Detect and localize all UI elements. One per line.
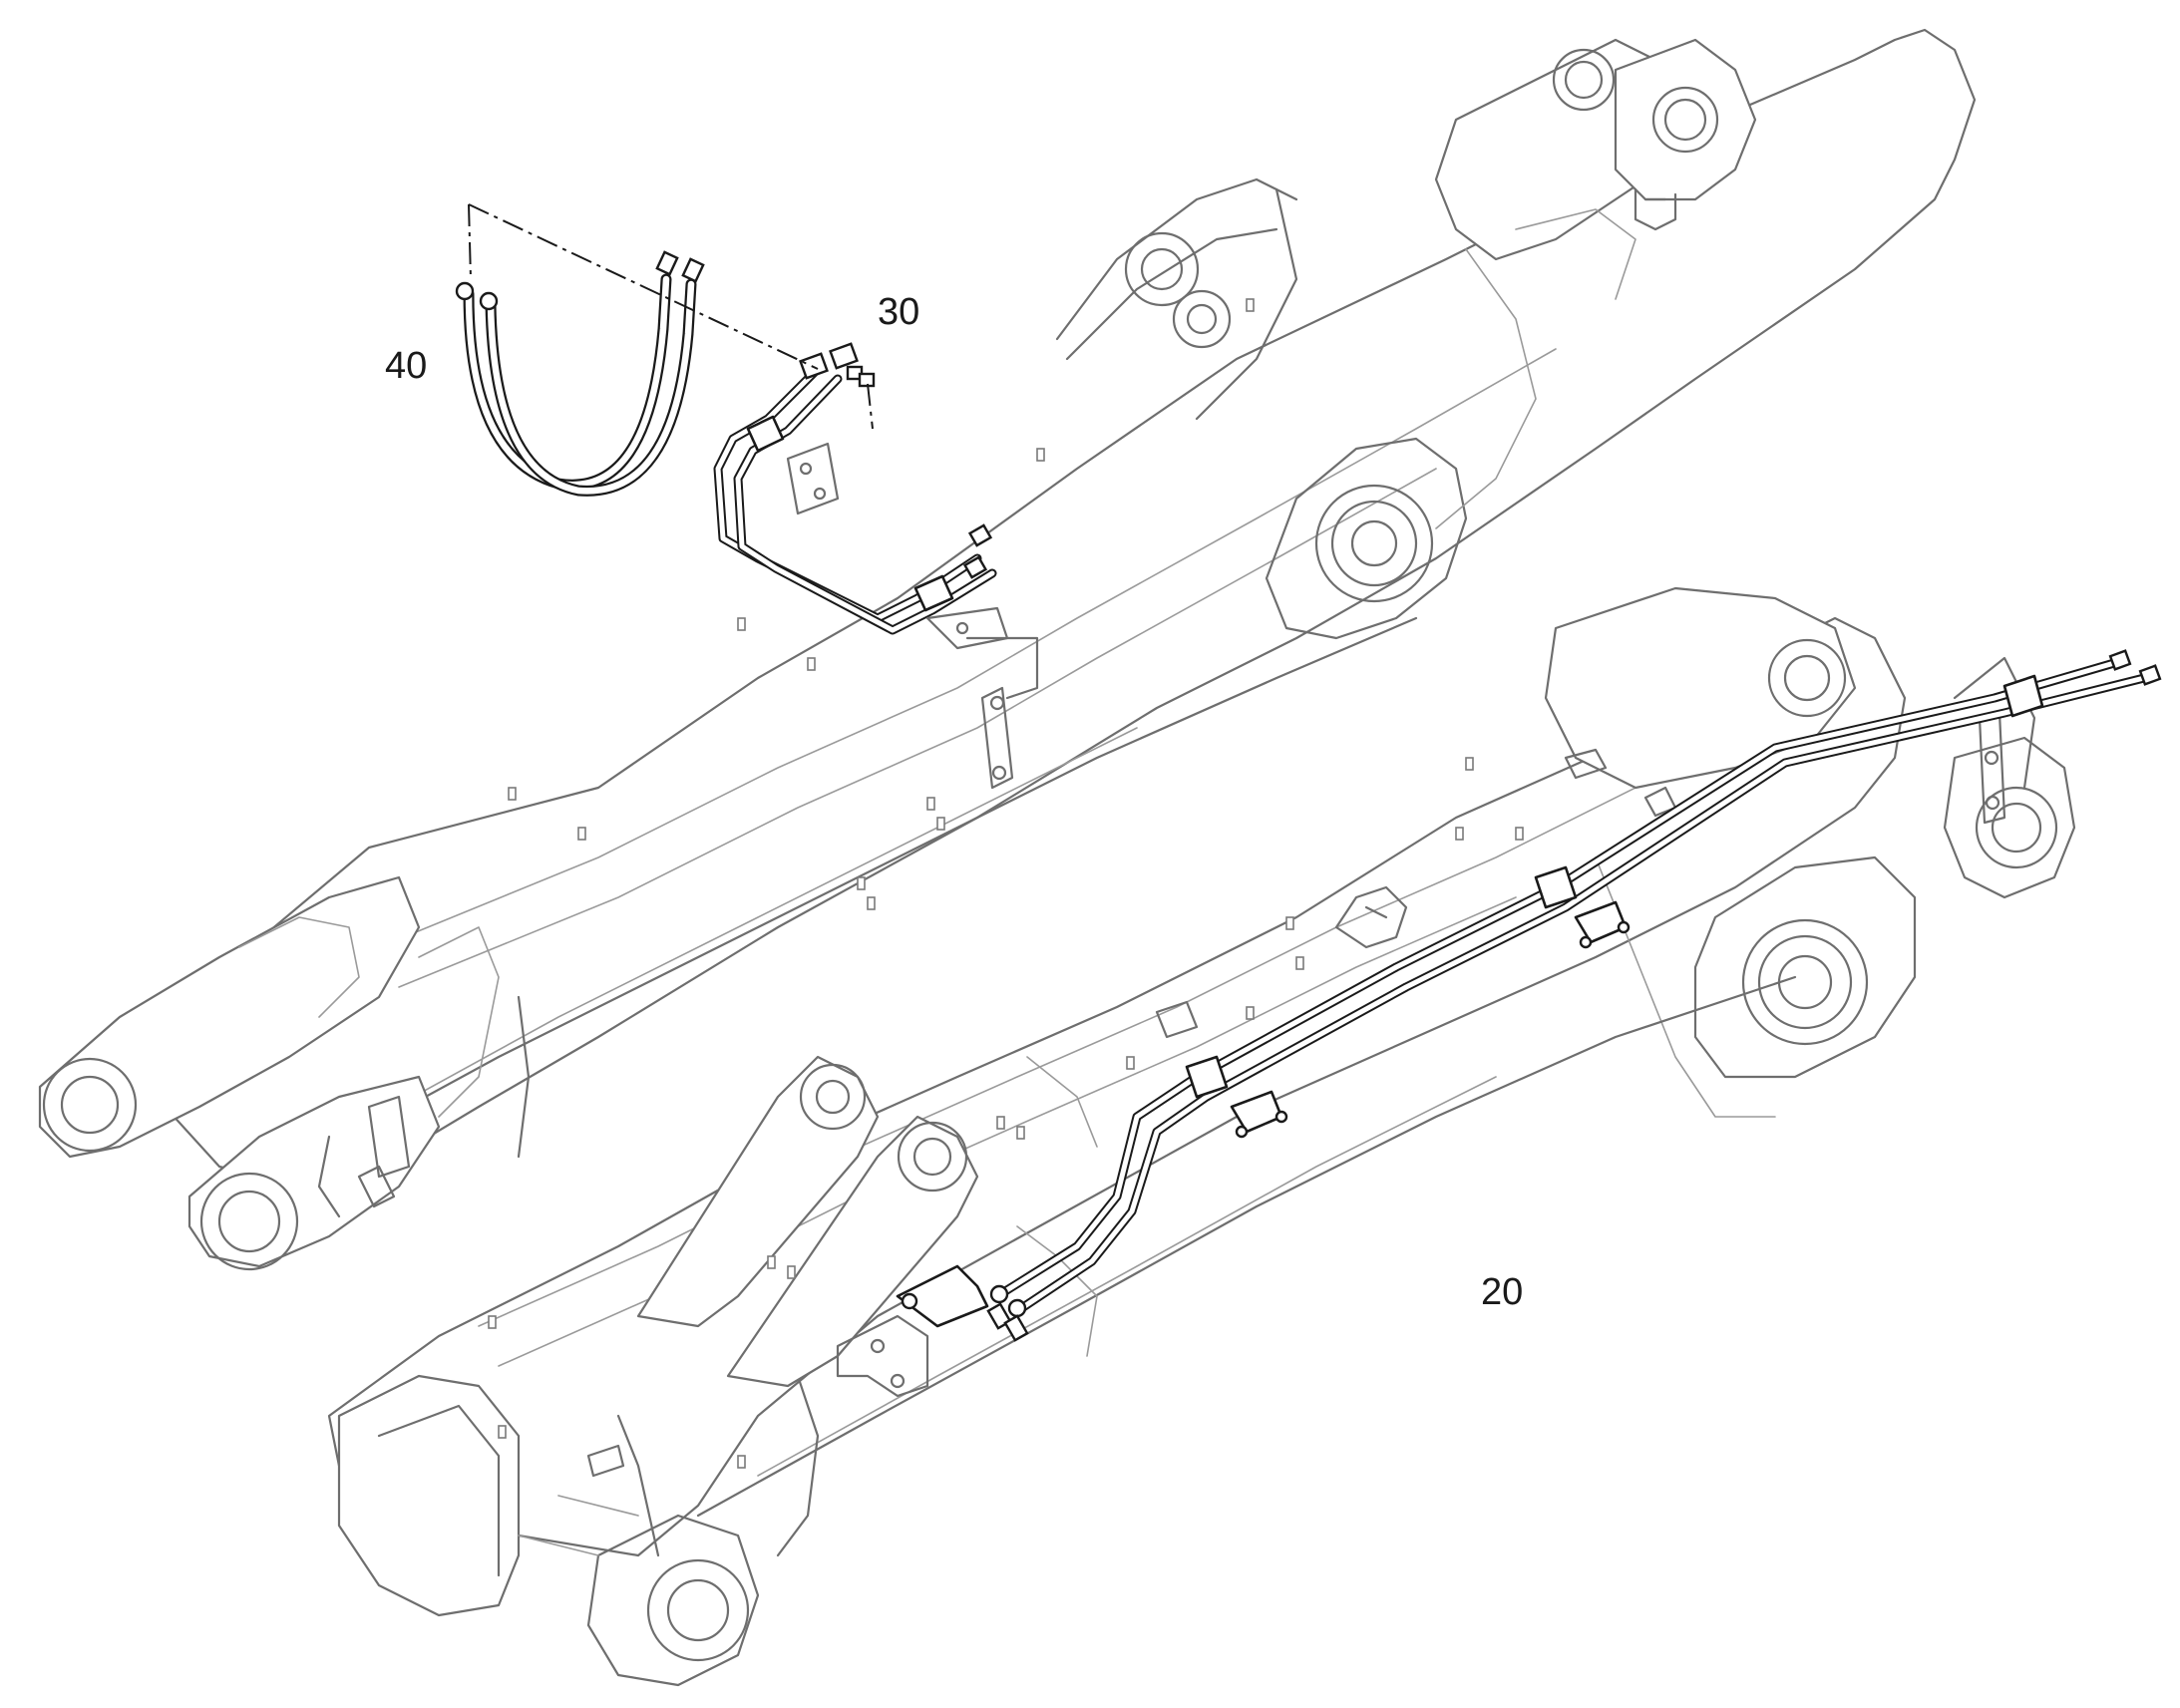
pipe-30-clamp-top bbox=[746, 415, 785, 453]
callout-30: 30 bbox=[878, 291, 920, 333]
upper-arm-left-fork bbox=[38, 875, 421, 1159]
pipe-set-30 bbox=[713, 342, 1009, 650]
lower-arm-body bbox=[327, 616, 1907, 1557]
pipe-set-20 bbox=[896, 649, 2162, 1342]
pipe-30-clamp-bottom bbox=[913, 574, 954, 612]
lower-arm-box-end bbox=[337, 1374, 521, 1617]
callout-40: 40 bbox=[385, 345, 428, 387]
pipe-clamp-mid bbox=[1534, 865, 1578, 909]
lower-arm-fin-right bbox=[726, 1115, 979, 1388]
lower-arm-studs bbox=[488, 757, 1524, 1469]
assembly-leader-lines bbox=[468, 203, 874, 430]
pipe-clamp-end bbox=[2002, 674, 2044, 718]
lower-arm-assembly bbox=[327, 586, 2076, 1687]
link-plate bbox=[980, 686, 1014, 790]
upper-arm-body bbox=[118, 28, 1977, 1189]
upper-arm-assembly bbox=[38, 28, 1977, 1271]
hoses-40 bbox=[455, 250, 705, 497]
pipe-clamp bbox=[1185, 1055, 1229, 1099]
upper-arm-studs bbox=[508, 298, 1255, 910]
callout-20: 20 bbox=[1481, 1271, 1524, 1313]
mounting-bracket bbox=[836, 1314, 929, 1398]
